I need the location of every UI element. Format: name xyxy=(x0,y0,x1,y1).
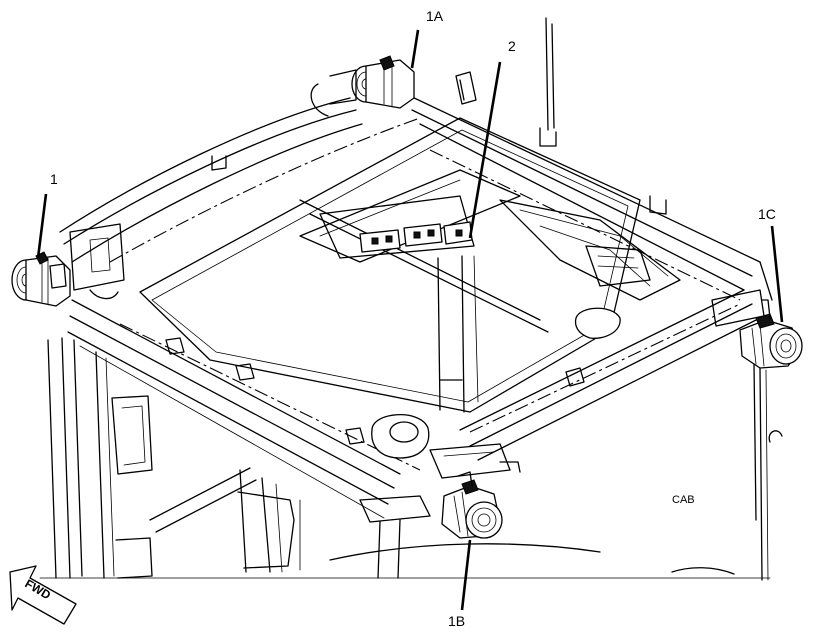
leader-lines xyxy=(36,29,784,611)
work-lamp-1b xyxy=(441,471,503,539)
leader-1b xyxy=(460,539,472,611)
callout-2: 2 xyxy=(508,38,516,54)
callout-1: 1 xyxy=(50,171,58,187)
leader-1c xyxy=(770,225,784,323)
work-lamp-1 xyxy=(11,251,71,307)
roof-frame xyxy=(59,17,783,519)
leader-1 xyxy=(36,193,48,259)
cab-structure xyxy=(39,255,771,581)
cab-label: CAB xyxy=(672,494,695,506)
callout-1b: 1B xyxy=(448,613,465,629)
callout-1c: 1C xyxy=(758,206,776,222)
fwd-arrow-icon: FWD xyxy=(9,565,77,625)
work-lamp-1a xyxy=(329,55,415,109)
callout-1a: 1A xyxy=(426,8,444,24)
leader-1a xyxy=(410,29,420,69)
leader-2 xyxy=(468,61,502,239)
work-lamp-1c xyxy=(739,299,803,369)
